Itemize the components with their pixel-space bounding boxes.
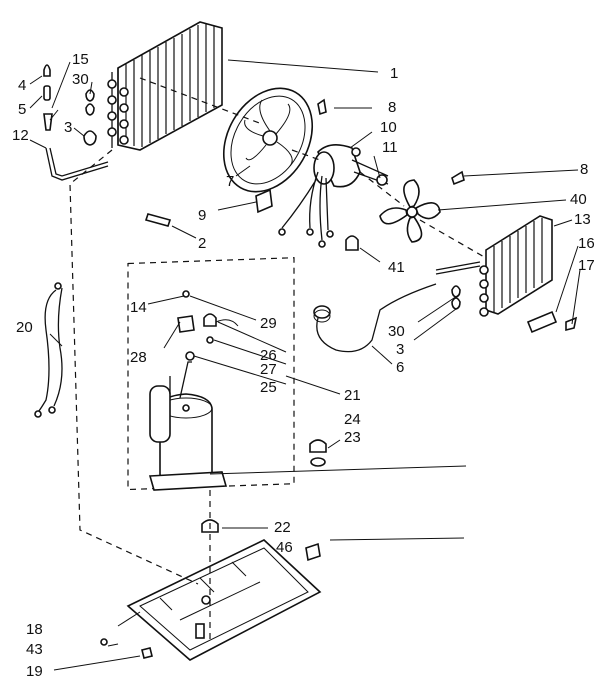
capillary-tube xyxy=(313,283,437,353)
label-9: 9 xyxy=(198,207,206,224)
compressor xyxy=(148,361,228,491)
grommets xyxy=(201,439,327,533)
phantom-line-coil xyxy=(69,149,199,585)
label-8b: 8 xyxy=(580,161,588,178)
small-parts-mid xyxy=(144,98,465,251)
fan-motor xyxy=(278,144,389,248)
label-41: 41 xyxy=(388,259,405,276)
label-12: 12 xyxy=(12,127,29,144)
label-6: 6 xyxy=(396,359,404,376)
label-7: 7 xyxy=(226,173,234,190)
label-30b: 30 xyxy=(388,323,405,340)
label-26: 26 xyxy=(260,347,277,364)
label-1: 1 xyxy=(390,65,398,82)
label-29: 29 xyxy=(260,315,277,332)
label-28: 28 xyxy=(130,349,147,366)
small-parts-left xyxy=(43,64,109,181)
phantom-line-motor xyxy=(359,171,487,259)
label-46: 46 xyxy=(276,539,293,556)
label-2: 2 xyxy=(198,235,206,252)
label-10: 10 xyxy=(380,119,397,136)
label-18: 18 xyxy=(26,621,43,638)
label-3a: 3 xyxy=(64,119,72,136)
label-24: 24 xyxy=(344,411,361,428)
callout-labels: 1 8 10 11 8 40 13 16 17 7 9 2 41 30 3 6 … xyxy=(12,51,595,680)
phantom-line-fan xyxy=(139,77,321,161)
label-22: 22 xyxy=(274,519,291,536)
label-17: 17 xyxy=(578,257,595,274)
label-25: 25 xyxy=(260,379,277,396)
label-3b: 3 xyxy=(396,341,404,358)
label-40: 40 xyxy=(570,191,587,208)
label-43: 43 xyxy=(26,641,43,658)
label-27: 27 xyxy=(260,361,277,378)
label-11: 11 xyxy=(382,139,398,156)
compressor-parts xyxy=(177,290,239,361)
label-13: 13 xyxy=(574,211,591,228)
evaporator-coil xyxy=(435,215,553,317)
label-21: 21 xyxy=(344,387,361,404)
label-16: 16 xyxy=(578,235,595,252)
label-20: 20 xyxy=(16,319,33,336)
label-19: 19 xyxy=(26,663,43,680)
base-pan xyxy=(100,539,322,661)
label-15: 15 xyxy=(72,51,89,68)
axial-fan xyxy=(379,179,441,243)
blower-wheel xyxy=(222,87,314,193)
wire-harness xyxy=(34,282,63,418)
label-30a: 30 xyxy=(72,71,89,88)
mounting-bracket xyxy=(526,310,578,334)
label-5: 5 xyxy=(18,101,26,118)
label-8a: 8 xyxy=(388,99,396,116)
condenser-coil xyxy=(107,21,223,151)
label-23: 23 xyxy=(344,429,361,446)
leader-lines xyxy=(29,59,581,671)
label-4: 4 xyxy=(18,77,26,94)
label-14: 14 xyxy=(130,299,147,316)
